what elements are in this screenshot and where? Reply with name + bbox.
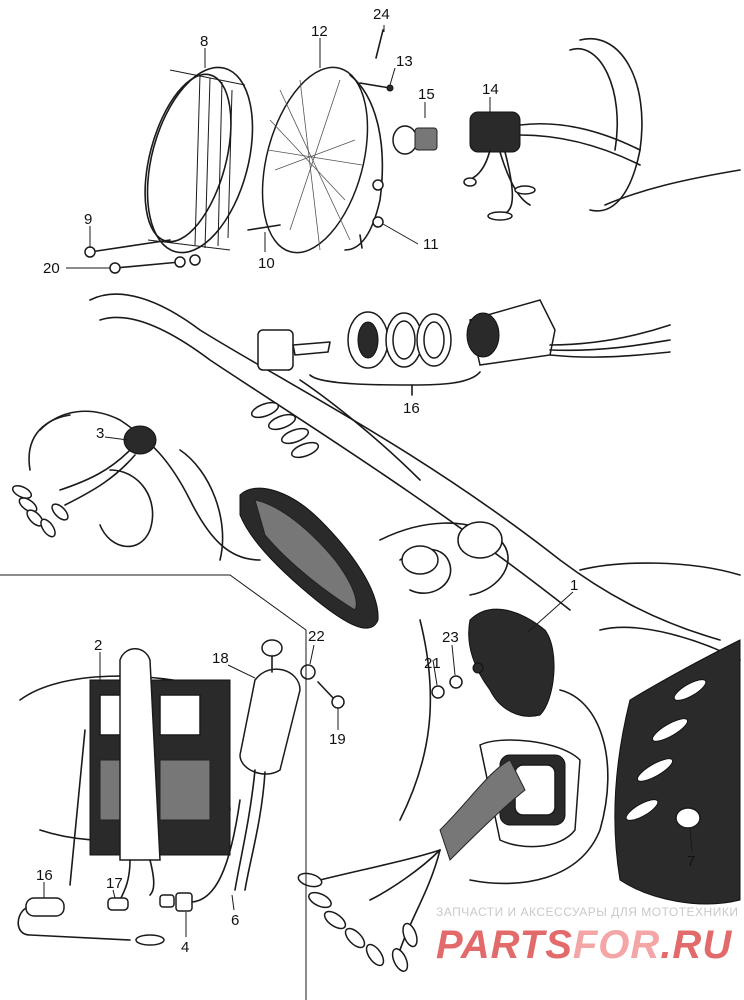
watermark-logo-parts: PARTS xyxy=(436,923,573,967)
label-10: 10 xyxy=(258,255,275,272)
label-3: 3 xyxy=(96,425,104,442)
watermark-tagline: ЗАПЧАСТИ И АКСЕССУАРЫ ДЛЯ МОТОТЕХНИКИ xyxy=(436,905,738,919)
rear-harness xyxy=(297,759,526,972)
fender-slots xyxy=(625,679,707,821)
part-labels: 8 12 24 13 15 14 9 20 10 11 16 3 1 2 18 … xyxy=(36,6,695,956)
label-12: 12 xyxy=(311,23,328,40)
screw-13 xyxy=(359,82,391,89)
washer-22 xyxy=(300,664,316,680)
nut-21 xyxy=(431,685,445,699)
fuse-17 xyxy=(107,897,129,911)
headlight-case xyxy=(579,37,643,212)
label-13: 13 xyxy=(396,53,413,70)
pin-10 xyxy=(247,224,281,231)
headlight-rim xyxy=(144,66,254,254)
label-16-bottom: 16 xyxy=(36,867,53,884)
wire-harness-3 xyxy=(11,425,157,538)
screw-24 xyxy=(375,29,384,59)
label-21: 21 xyxy=(424,655,441,672)
frame-connectors-top xyxy=(250,401,320,459)
label-24: 24 xyxy=(373,6,390,23)
bolt-20 xyxy=(114,261,181,269)
frame-cutout-shade xyxy=(254,499,357,611)
label-15: 15 xyxy=(418,86,435,103)
nut-11 xyxy=(372,216,384,228)
label-18: 18 xyxy=(212,650,229,667)
watermark-logo: PARTSFOR.RU xyxy=(436,923,732,967)
connector-4 xyxy=(159,799,241,912)
label-17: 17 xyxy=(106,875,123,892)
headlight-unit xyxy=(261,66,384,254)
leader-lines xyxy=(43,25,693,937)
label-23: 23 xyxy=(442,629,459,646)
label-6: 6 xyxy=(231,912,239,929)
bolt-9 xyxy=(89,239,171,253)
condenser-18 xyxy=(234,639,301,891)
regulator-cutout-1 xyxy=(468,608,555,717)
ignition-key xyxy=(257,329,331,371)
label-8: 8 xyxy=(200,33,208,50)
ignition-rings xyxy=(347,311,452,369)
label-4: 4 xyxy=(181,939,189,956)
label-11: 11 xyxy=(423,236,439,253)
rear-fender-panel xyxy=(614,639,741,905)
label-19: 19 xyxy=(329,731,346,748)
bolt-7 xyxy=(675,807,701,829)
bracket-16 xyxy=(309,371,481,386)
washer-23 xyxy=(449,675,463,689)
inset-border xyxy=(0,574,307,1000)
watermark: ЗАПЧАСТИ И АКСЕССУАРЫ ДЛЯ МОТОТЕХНИКИ PA… xyxy=(436,905,738,967)
mount-boss xyxy=(401,545,439,575)
label-9: 9 xyxy=(84,211,92,228)
label-16-top: 16 xyxy=(403,400,420,417)
fuse-16 xyxy=(17,897,165,946)
bulb-15 xyxy=(392,125,438,155)
label-2: 2 xyxy=(94,637,102,654)
watermark-logo-for: FOR xyxy=(573,923,660,967)
watermark-logo-ru: .RU xyxy=(660,923,732,967)
ignition-switch-body xyxy=(466,299,671,366)
battery-2 xyxy=(19,648,231,901)
label-7: 7 xyxy=(687,853,695,870)
label-20: 20 xyxy=(43,260,60,277)
bulb-socket-14 xyxy=(463,111,641,221)
label-1: 1 xyxy=(570,577,578,594)
label-22: 22 xyxy=(308,628,325,645)
bolt-19 xyxy=(317,681,345,709)
label-14: 14 xyxy=(482,81,499,98)
